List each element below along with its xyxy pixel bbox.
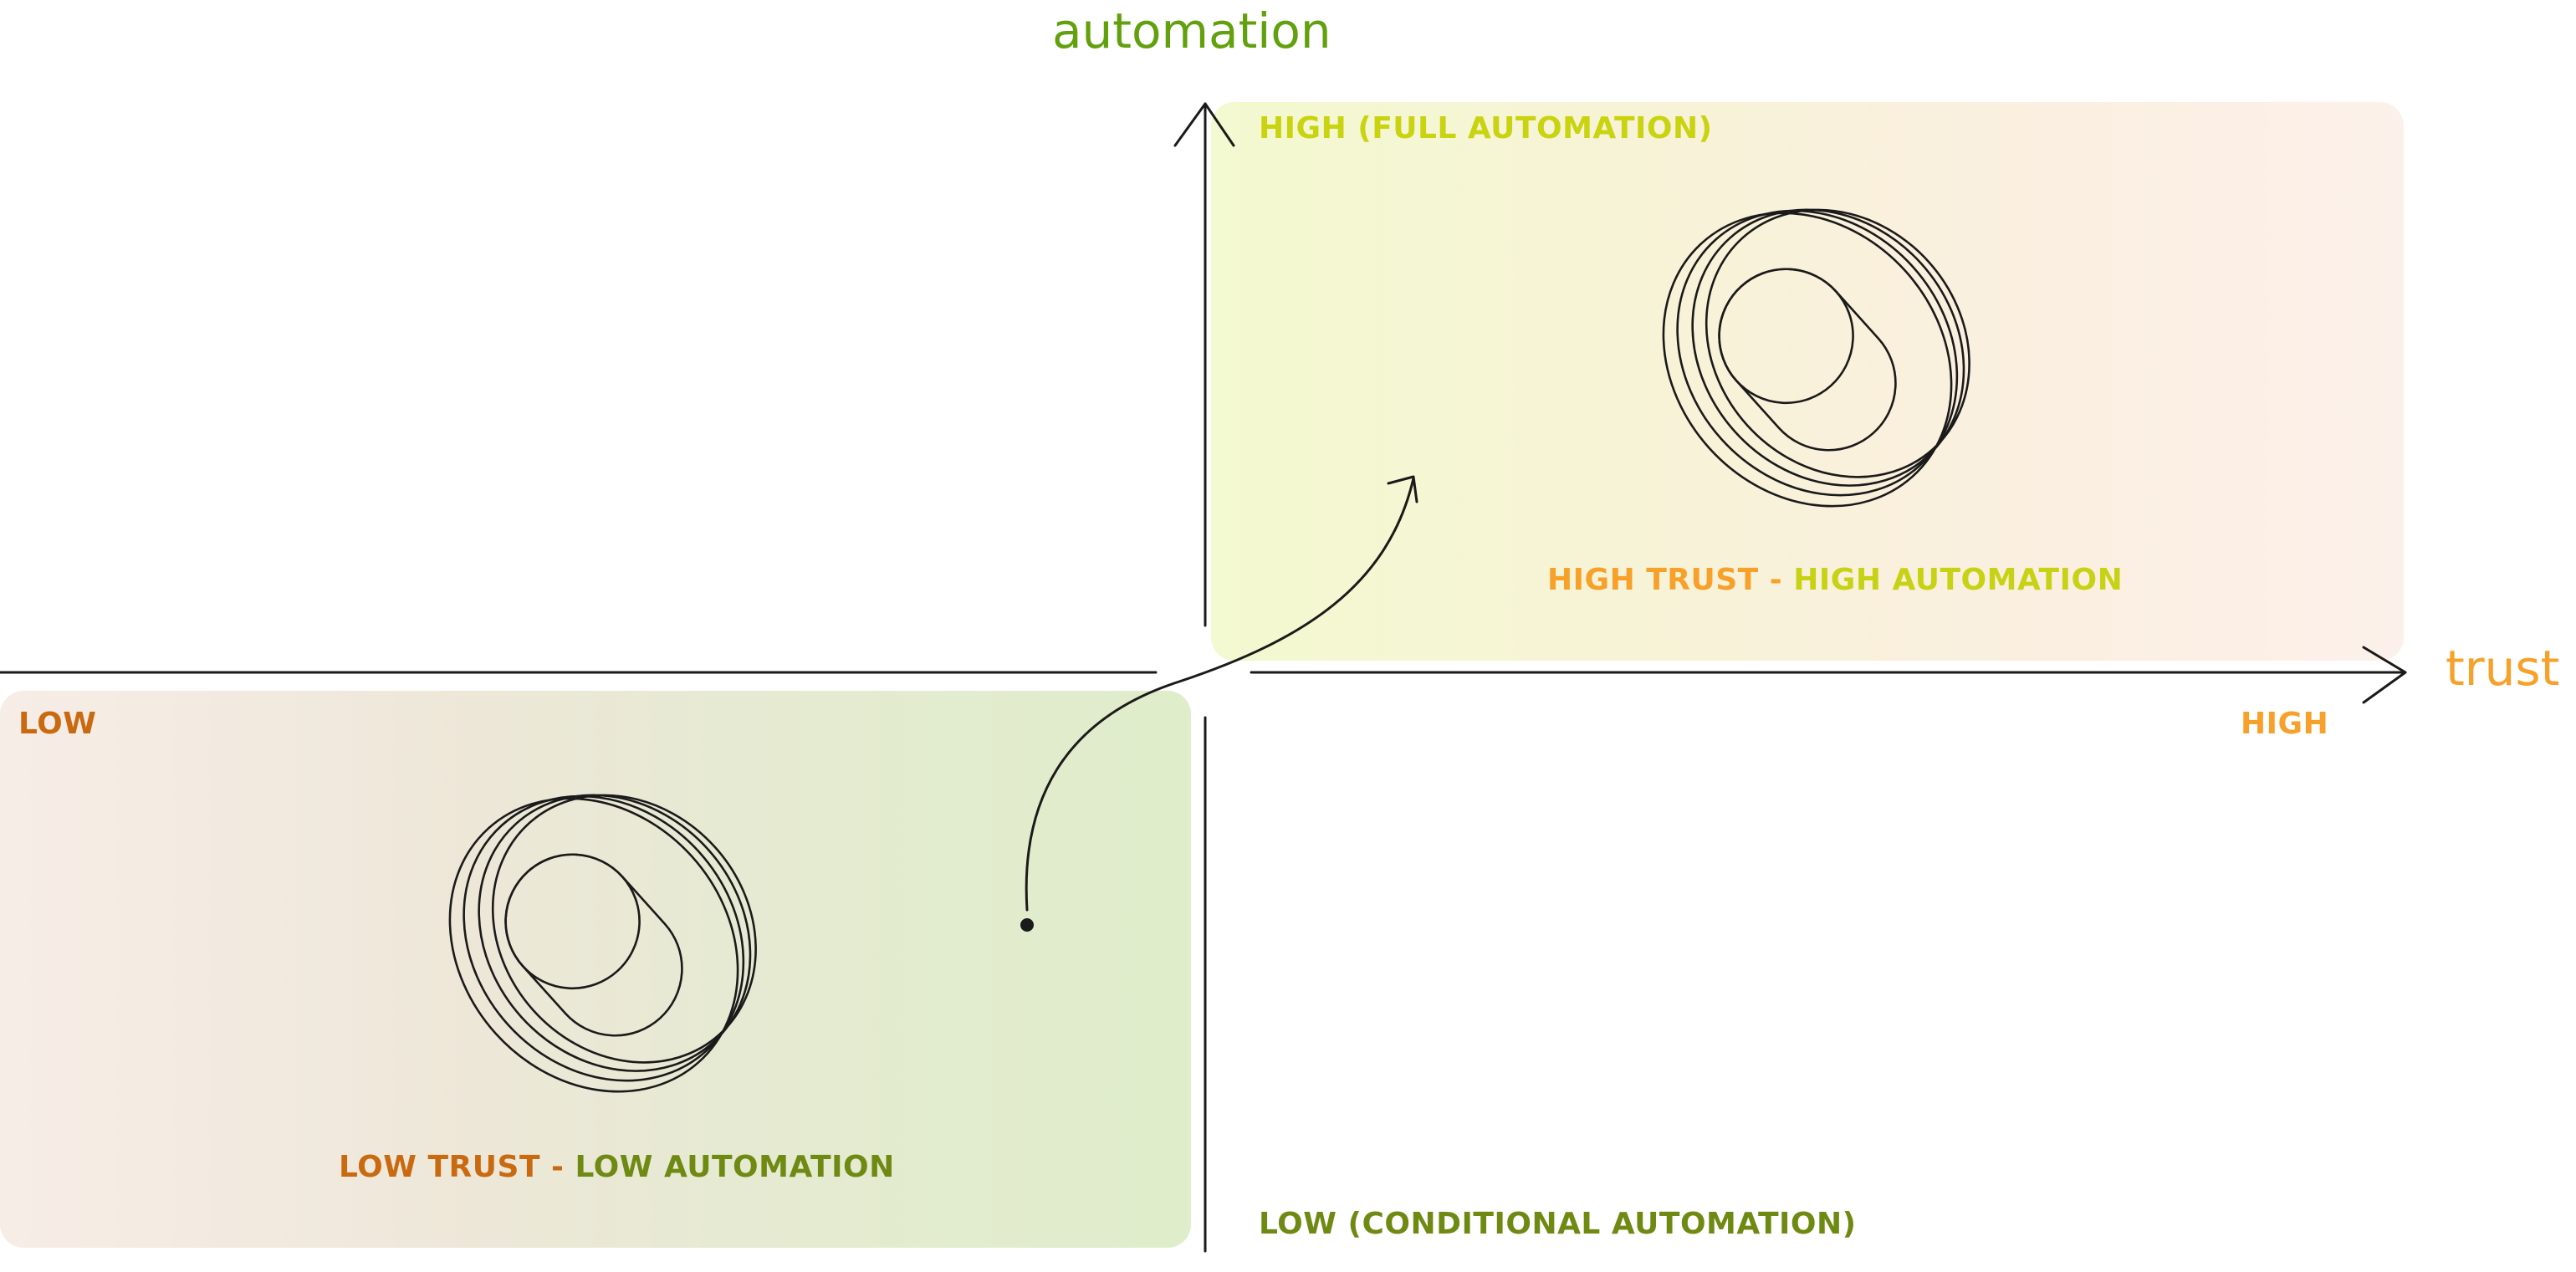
y-axis-title: automation	[1052, 3, 1331, 59]
y-axis-low-label: LOW (CONDITIONAL AUTOMATION)	[1259, 1207, 1857, 1241]
high-trust-high-automation-panel	[1211, 102, 2404, 661]
transition-start-dot	[1020, 918, 1034, 932]
caption-separator: -	[540, 1150, 575, 1184]
high-quadrant-caption: HIGH TRUST - HIGH AUTOMATION	[1547, 565, 2123, 595]
low-automation-text: LOW AUTOMATION	[575, 1150, 895, 1184]
y-axis-arrowhead	[1173, 102, 1235, 147]
x-axis-arrowhead	[2362, 646, 2407, 704]
low-quadrant-caption: LOW TRUST - LOW AUTOMATION	[339, 1152, 895, 1183]
transition-arrowhead	[1387, 475, 1418, 503]
toggle-device-icon	[1662, 208, 1970, 508]
transition-curve	[1025, 477, 1415, 912]
x-axis-low-label: LOW	[18, 707, 97, 741]
y-axis-high-label: HIGH (FULL AUTOMATION)	[1259, 111, 1713, 146]
x-axis-title: trust	[2446, 640, 2560, 697]
caption-separator: -	[1758, 563, 1794, 597]
toggle-device-icon	[448, 794, 757, 1093]
high-trust-text: HIGH TRUST	[1547, 563, 1759, 597]
x-axis-high-label: HIGH	[2241, 707, 2329, 741]
low-trust-text: LOW TRUST	[339, 1150, 540, 1184]
high-automation-text: HIGH AUTOMATION	[1793, 563, 2124, 597]
low-trust-low-automation-panel	[0, 691, 1191, 1248]
